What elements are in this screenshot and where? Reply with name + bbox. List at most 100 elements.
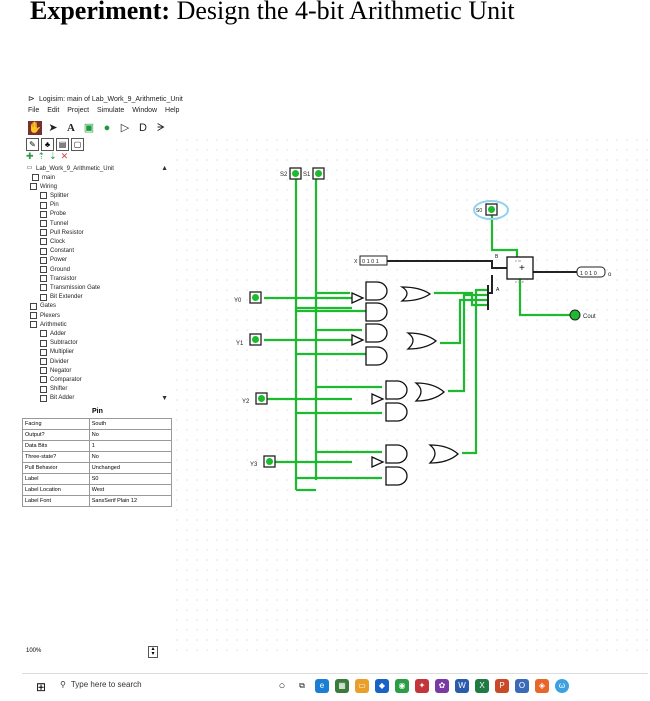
subtractor-icon — [40, 339, 47, 347]
property-value[interactable]: SansSerif Plain 12 — [88, 495, 173, 507]
or-gate-icon[interactable]: ᗒ — [157, 122, 165, 134]
edge-icon[interactable]: e — [315, 679, 329, 693]
tree-item[interactable]: Wiring — [30, 183, 57, 191]
add-circuit-icon[interactable]: ✚ — [26, 151, 34, 161]
pin-y2[interactable]: Y2 — [242, 392, 268, 405]
menu-help[interactable]: Help — [165, 107, 180, 114]
tree-item[interactable]: Multiplier — [40, 348, 74, 356]
property-value[interactable]: 1 — [88, 440, 173, 452]
property-value[interactable]: South — [88, 418, 173, 430]
property-row[interactable]: Three-state?No — [22, 451, 173, 463]
toggle-explorer-icon[interactable]: ▤ — [56, 138, 69, 151]
tree-item[interactable]: Negator — [40, 367, 71, 375]
property-row[interactable]: Output?No — [22, 429, 173, 441]
toggle-simulation-icon[interactable]: ▢ — [71, 138, 84, 151]
move-up-icon[interactable]: ⇡ — [37, 151, 46, 161]
edit-appearance-icon[interactable]: ♣ — [41, 138, 54, 151]
tree-item[interactable]: Probe — [40, 210, 66, 218]
tree-item[interactable]: Constant — [40, 247, 74, 255]
text-tool-icon[interactable]: A — [67, 122, 75, 134]
explorer-icon[interactable]: ▭ — [355, 679, 369, 693]
scroll-down-icon[interactable]: ▼ — [161, 395, 168, 402]
input-pin-icon[interactable]: ▣ — [83, 122, 95, 134]
tree-item[interactable]: Comparator — [40, 376, 82, 384]
outlook-icon[interactable]: O — [515, 679, 529, 693]
not-gate-icon[interactable]: ▷ — [120, 122, 130, 134]
purple-app-icon[interactable]: ✿ — [435, 679, 449, 693]
delete-circuit-icon[interactable]: ✕ — [60, 151, 69, 161]
orange-app-icon[interactable]: ◈ — [535, 679, 549, 693]
zoom-spinner[interactable]: ▴▾ — [148, 646, 158, 658]
tree-item[interactable]: Gates — [30, 302, 56, 310]
poke-tool-icon[interactable]: ✋ — [28, 121, 42, 135]
tree-item[interactable]: Splitter — [40, 192, 69, 200]
pin-s2[interactable]: S2 — [280, 167, 302, 180]
maps-icon[interactable]: ▦ — [335, 679, 349, 693]
property-value[interactable]: Unchanged — [88, 462, 173, 474]
menu-file[interactable]: File — [28, 107, 40, 114]
red-app-icon[interactable]: ✦ — [415, 679, 429, 693]
menu-window[interactable]: Window — [132, 107, 158, 114]
tree-item[interactable]: Power — [40, 256, 67, 264]
powerpoint-icon[interactable]: P — [495, 679, 509, 693]
store-icon[interactable]: ◆ — [375, 679, 389, 693]
select-tool-icon[interactable]: ➤ — [48, 122, 58, 134]
menu-simulate[interactable]: Simulate — [97, 107, 125, 114]
and-gate-icon[interactable]: D — [139, 122, 147, 134]
tree-item[interactable]: Bit Extender — [40, 293, 83, 301]
tree-item[interactable]: Clock — [40, 238, 65, 246]
chrome-icon[interactable]: ◉ — [395, 679, 409, 693]
logisim-window: ⊳Logisim: main of Lab_Work_9_Arithmetic_… — [22, 93, 648, 673]
pin-s0[interactable]: S0 — [473, 200, 509, 220]
tree-item[interactable]: main — [32, 174, 55, 181]
tree-item[interactable]: Shifter — [40, 385, 67, 393]
property-value[interactable]: No — [88, 429, 173, 441]
windows-start-icon[interactable]: ⊞ — [36, 680, 47, 694]
taskbar-search[interactable]: ⚲ Type here to search — [60, 680, 142, 689]
x-input-pin[interactable]: X 0 1 0 1 — [354, 255, 388, 266]
tree-item[interactable]: Divider — [40, 358, 69, 365]
menu-edit[interactable]: Edit — [47, 107, 60, 114]
tree-item[interactable]: Adder — [40, 330, 66, 338]
pin-y2-label: Y2 — [242, 399, 250, 405]
tree-item[interactable]: Tunnel — [40, 220, 68, 227]
project-root[interactable]: ▭Lab_Work_9_Arithmetic_Unit — [26, 165, 114, 172]
pin-s1[interactable]: S1 — [303, 167, 325, 180]
excel-icon[interactable]: X — [475, 679, 489, 693]
cortana-icon[interactable]: ○ — [278, 680, 286, 692]
scroll-up-icon[interactable]: ▲ — [161, 165, 168, 172]
edit-layout-icon[interactable]: ✎ — [26, 138, 39, 151]
output-pin-icon[interactable]: ● — [103, 122, 111, 134]
tree-item[interactable]: Transmission Gate — [40, 284, 100, 292]
circuit-canvas[interactable]: + c in c out B A S2 S1 S0 — [172, 135, 648, 655]
tree-item[interactable]: Bit Adder — [40, 394, 74, 402]
pin-y0[interactable]: Y0 — [234, 291, 262, 304]
windows-taskbar: ⊞ ⚲ Type here to search ○ ⧉ e ▦ ▭ ◆ ◉ ✦ … — [22, 673, 648, 701]
tree-item[interactable]: Transistor — [40, 275, 76, 283]
tree-item[interactable]: Subtractor — [40, 339, 78, 347]
move-down-icon[interactable]: ⇣ — [49, 151, 57, 161]
property-value[interactable]: No — [88, 451, 173, 463]
tree-item[interactable]: Pin — [40, 201, 59, 209]
not-gate-1 — [351, 333, 365, 347]
pin-y3[interactable]: Y3 — [250, 455, 276, 468]
tree-item[interactable]: Plexers — [30, 312, 60, 319]
property-value[interactable]: S0 — [88, 473, 173, 485]
circuit-diagram[interactable]: + c in c out B A S2 S1 S0 — [172, 135, 648, 655]
tree-item[interactable]: Pull Resistor — [40, 229, 84, 237]
round-app-icon[interactable]: ω — [555, 679, 569, 693]
task-view-icon[interactable]: ⧉ — [299, 681, 305, 690]
tree-item[interactable]: Arithmetic — [30, 321, 67, 329]
word-icon[interactable]: W — [455, 679, 469, 693]
tree-item[interactable]: Ground — [40, 266, 70, 273]
property-value[interactable]: West — [88, 484, 173, 496]
pin-y1[interactable]: Y1 — [236, 333, 262, 347]
menu-project[interactable]: Project — [67, 107, 90, 114]
wire-or4-out — [462, 288, 488, 455]
